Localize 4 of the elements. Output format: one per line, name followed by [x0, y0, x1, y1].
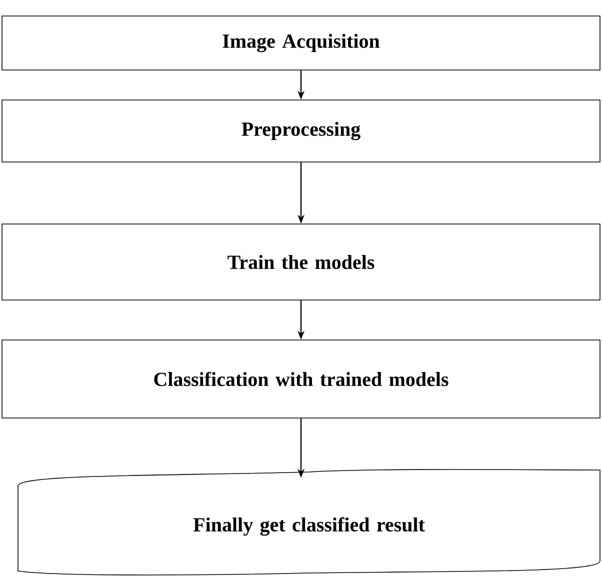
process-box: Train the models	[2, 224, 600, 300]
process-box: Preprocessing	[2, 100, 600, 162]
process-box: Classification with trained models	[2, 340, 600, 418]
process-box: Image Acquisition	[2, 16, 600, 70]
